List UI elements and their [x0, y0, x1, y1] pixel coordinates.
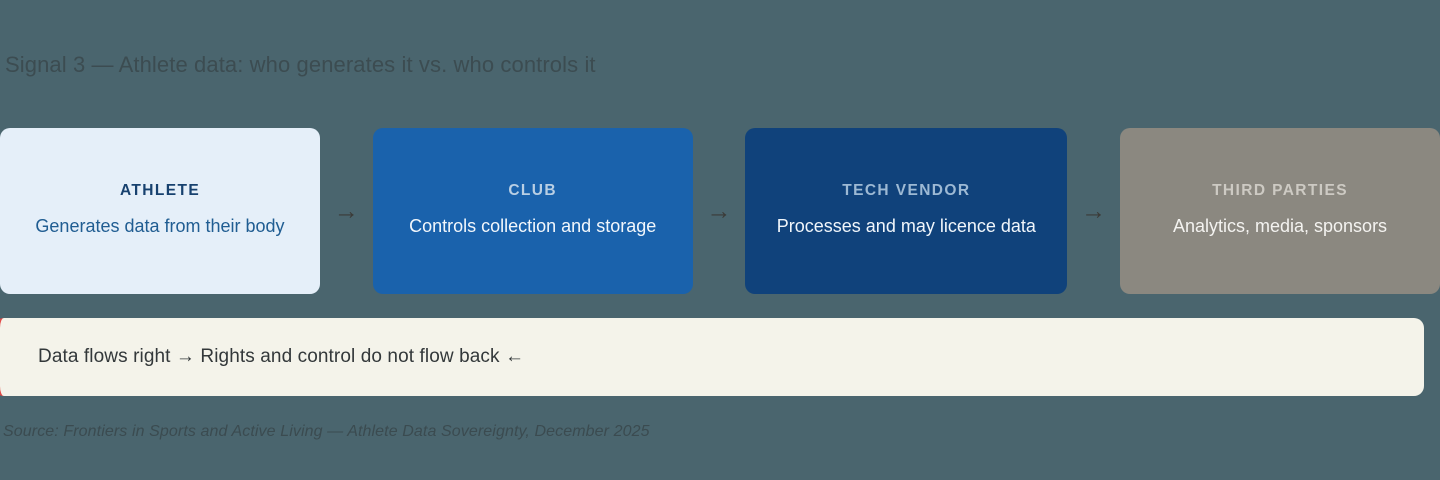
arrow-right-icon-3: →: [1081, 196, 1107, 225]
page-title: Signal 3 — Athlete data: who generates i…: [5, 52, 596, 77]
data-flow-diagram: ATHLETE Generates data from their body →…: [0, 128, 1440, 294]
flow-stage-tech-vendor: TECH VENDOR Processes and may licence da…: [745, 128, 1068, 294]
flow-stage-third-parties: THIRD PARTIES Analytics, media, sponsors: [1120, 128, 1440, 294]
source-citation: Source: Frontiers in Sports and Active L…: [3, 423, 650, 440]
flow-stage-tech-vendor-label: TECH VENDOR: [842, 182, 971, 200]
flow-stage-club-description: Controls collection and storage: [409, 216, 657, 237]
flow-stage-club: CLUB Controls collection and storage: [372, 128, 693, 294]
arrow-right-icon-1: →: [333, 196, 359, 225]
callout-banner: Data flows right → Rights and control do…: [0, 318, 1424, 396]
flow-stage-tech-vendor-description: Processes and may licence data: [776, 216, 1036, 237]
flow-stage-athlete-label: ATHLETE: [119, 182, 201, 200]
flow-stage-third-parties-label: THIRD PARTIES: [1212, 182, 1348, 200]
flow-stage-athlete: ATHLETE Generates data from their body: [0, 128, 320, 294]
flow-stage-third-parties-description: Analytics, media, sponsors: [1172, 216, 1388, 237]
arrow-right-icon-2: →: [706, 196, 732, 225]
flow-stage-athlete-description: Generates data from their body: [35, 216, 285, 237]
callout-text: Data flows right → Rights and control do…: [38, 346, 525, 367]
flow-stage-club-label: CLUB: [508, 182, 557, 200]
